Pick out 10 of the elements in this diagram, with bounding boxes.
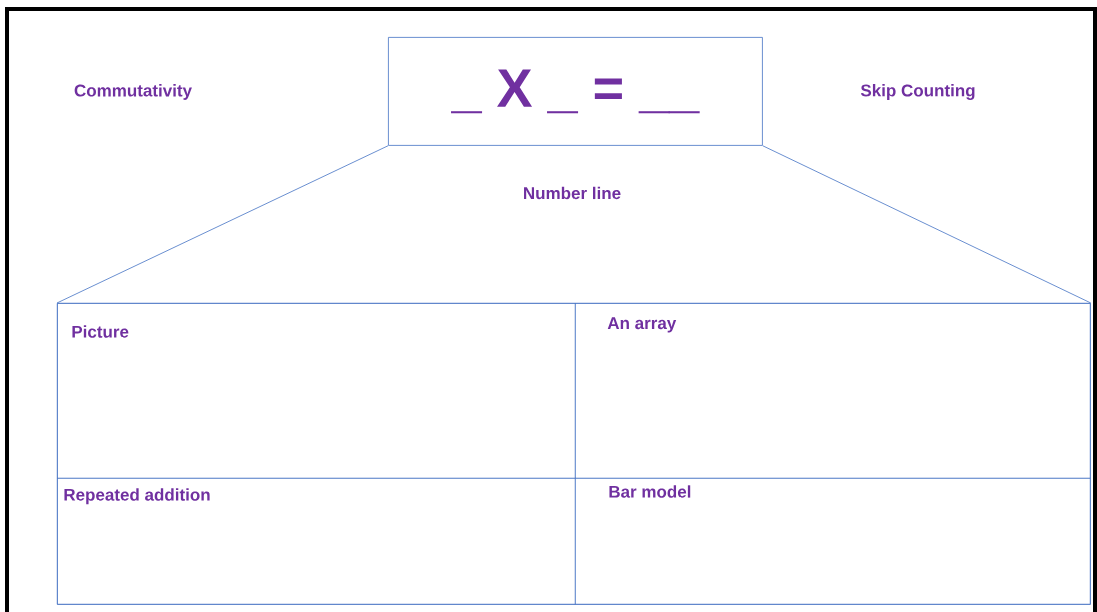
- grid-cell: Picture: [57, 303, 576, 479]
- grid-cell: An array: [575, 303, 1091, 479]
- label-text: Commutativity: [74, 84, 192, 100]
- connector-line: [56, 145, 389, 304]
- equation-box: _ X _ = __: [388, 37, 763, 146]
- label-text: Skip Counting: [860, 84, 975, 100]
- connector-line: [762, 145, 1092, 304]
- label-text: Number line: [524, 186, 621, 200]
- grid-cell: Repeated addition: [57, 478, 576, 605]
- grid-cell: Bar model: [575, 478, 1091, 605]
